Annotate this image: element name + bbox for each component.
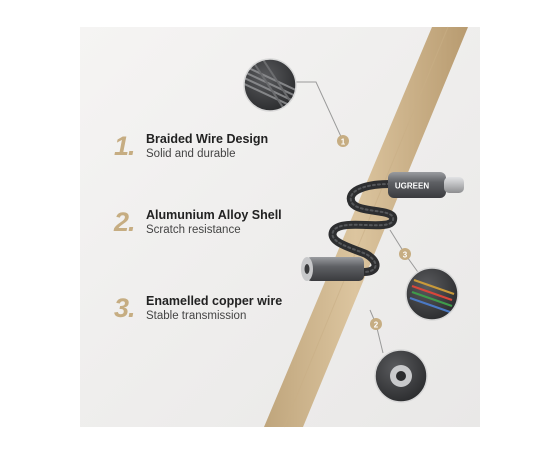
feature-number: 1. <box>114 131 136 161</box>
marker-label: 1 <box>341 138 346 147</box>
audio-jack-detail-bubble <box>374 349 428 403</box>
callout-marker-1: 1 <box>337 135 349 147</box>
audio-jack-body <box>306 257 364 281</box>
feature-title: Enamelled copper wire <box>146 294 283 308</box>
copper-wire-detail-bubble <box>405 267 459 321</box>
usb-c-tip <box>444 177 464 193</box>
feature-title: Braided Wire Design <box>146 132 269 146</box>
leader-line-1 <box>294 81 344 142</box>
feature-subtitle: Stable transmission <box>146 310 247 322</box>
feature-number: 2. <box>114 207 136 237</box>
feature-subtitle: Solid and durable <box>146 148 236 160</box>
callout-marker-3: 3 <box>399 248 411 260</box>
braided-wire-detail-bubble <box>243 58 297 112</box>
feature-title: Alumunium Alloy Shell <box>146 208 282 222</box>
brand-logo: UGREEN <box>395 182 429 191</box>
feature-subtitle: Scratch resistance <box>146 224 241 236</box>
marker-label: 3 <box>403 251 408 260</box>
marker-label: 2 <box>374 321 379 330</box>
callout-marker-2: 2 <box>370 318 382 330</box>
leader-line-2 <box>369 309 384 354</box>
feature-number: 3. <box>114 293 136 323</box>
usb-c-connector-body <box>388 172 446 198</box>
